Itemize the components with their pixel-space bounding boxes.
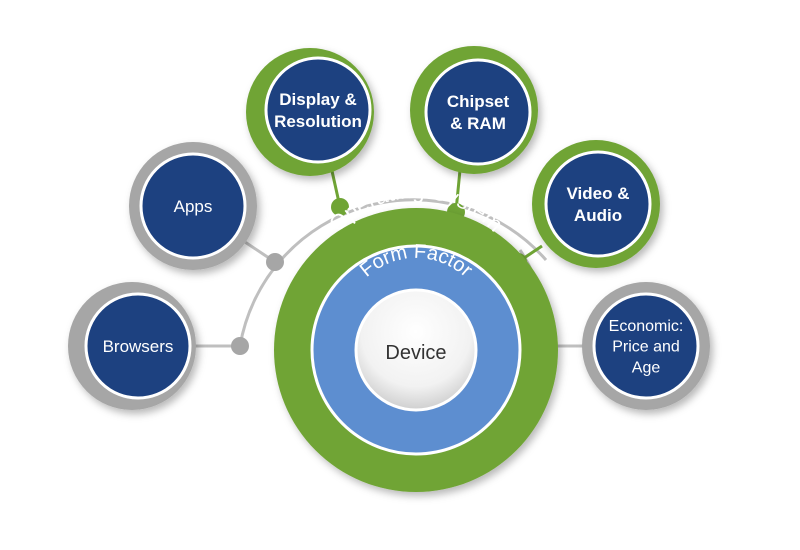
node-apps-label: Apps bbox=[174, 197, 213, 216]
node-display-resolution-label: Display & Resolution bbox=[274, 90, 362, 131]
node-label-line: Display & bbox=[279, 90, 356, 109]
node-video-audio-label: Video & Audio bbox=[567, 184, 630, 225]
connector-dot-apps bbox=[266, 253, 284, 271]
node-apps: Apps bbox=[129, 142, 257, 270]
node-label-line: Age bbox=[632, 359, 661, 376]
node-label-line: Video & bbox=[567, 184, 630, 203]
center-rings: Operating System Form Factor Device bbox=[274, 178, 558, 492]
node-chipset-ram-label: Chipset & RAM bbox=[447, 92, 510, 133]
node-label-line: Price and bbox=[612, 339, 680, 356]
node-label-line: Chipset bbox=[447, 92, 510, 111]
connector-dot-browsers bbox=[231, 337, 249, 355]
node-label-line: Browsers bbox=[103, 337, 174, 356]
node-label-line: & RAM bbox=[450, 114, 506, 133]
node-label-line: Audio bbox=[574, 206, 622, 225]
node-browsers: Browsers bbox=[68, 282, 196, 410]
node-display-resolution: Display & Resolution bbox=[246, 48, 374, 176]
node-browsers-label: Browsers bbox=[103, 337, 174, 356]
connector-arc bbox=[238, 198, 548, 347]
device-label: Device bbox=[385, 342, 446, 364]
node-label-line: Resolution bbox=[274, 112, 362, 131]
node-label-line: Economic: bbox=[609, 318, 684, 335]
device-core bbox=[354, 288, 478, 412]
node-label-line: Apps bbox=[174, 197, 213, 216]
node-video-audio: Video & Audio bbox=[532, 140, 660, 268]
connector-dot-display bbox=[331, 198, 349, 216]
node-chipset-ram: Chipset & RAM bbox=[410, 46, 538, 174]
